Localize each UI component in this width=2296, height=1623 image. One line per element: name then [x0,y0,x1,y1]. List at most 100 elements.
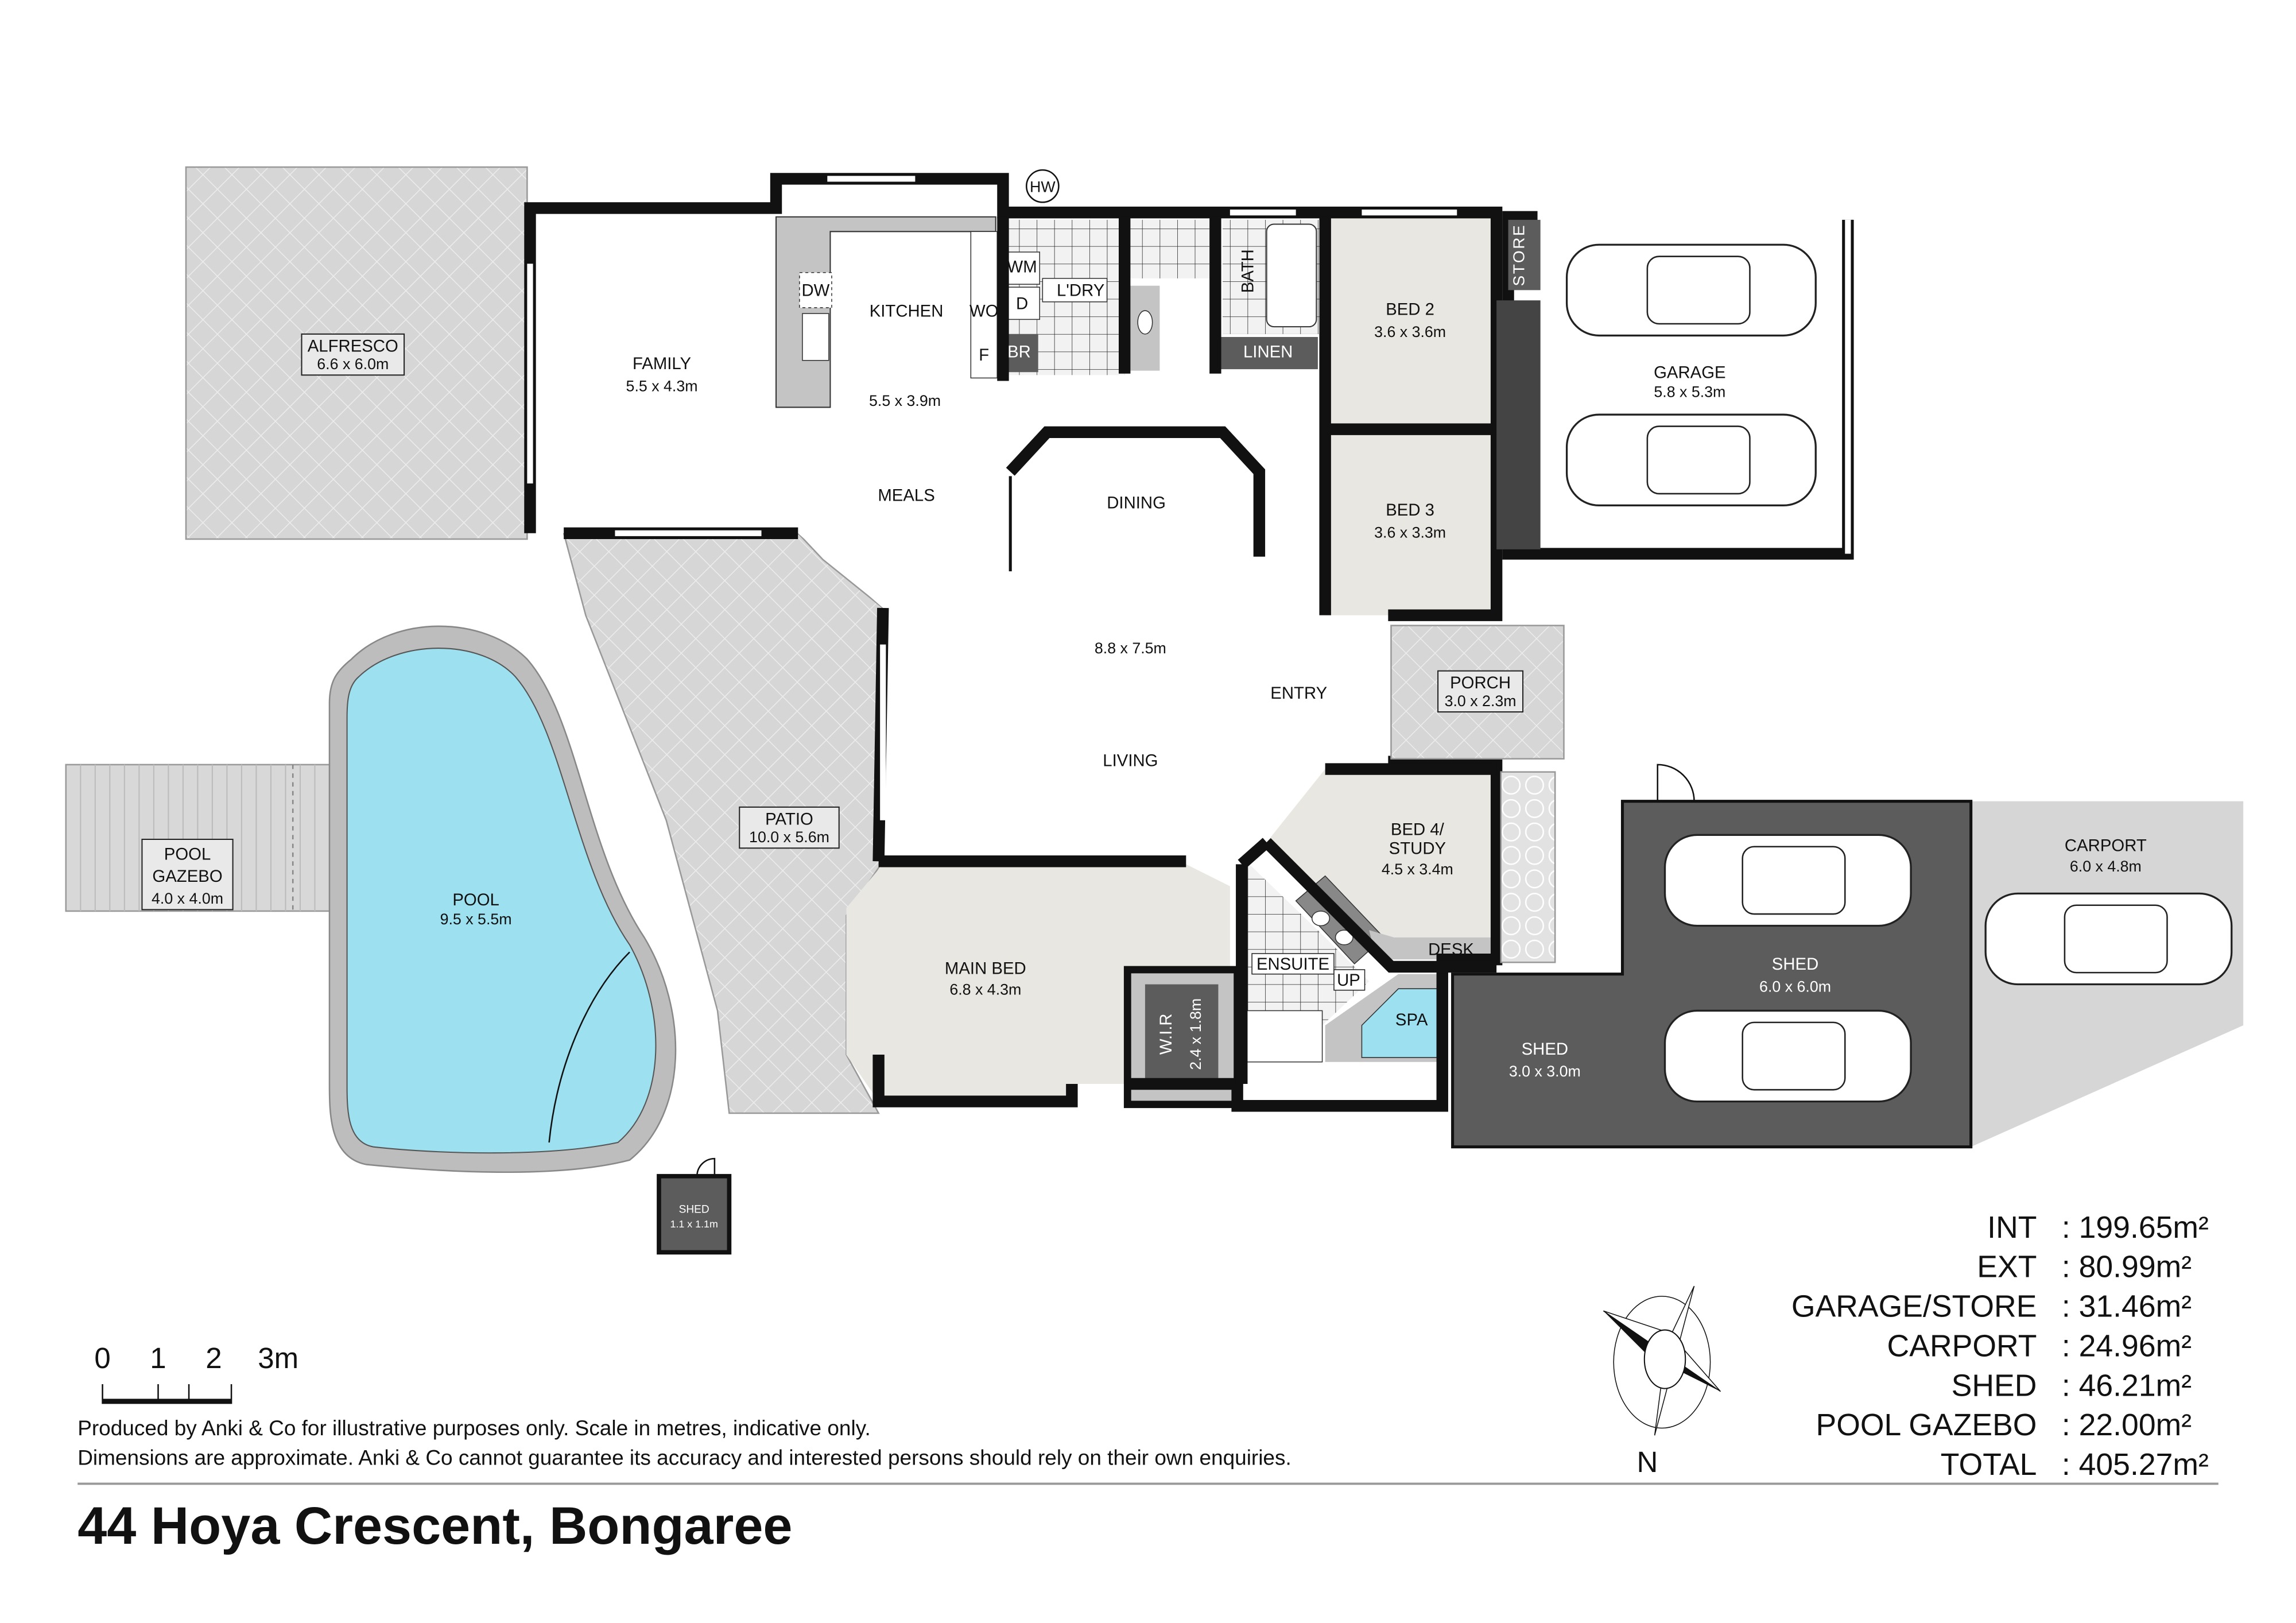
area-label-pool-gazebo: POOL GAZEBO [1816,1408,2037,1442]
ensuite-label: ENSUITE [1256,955,1329,974]
car-icon [1565,413,1817,506]
pool-dims: 9.5 x 5.5m [440,911,512,928]
dishwasher-label: DW [801,281,829,300]
laundry-label: L'DRY [1057,281,1104,300]
small-shed: SHED 1.1 x 1.1m [657,1157,732,1255]
area-value-shed: : 46.21m² [2062,1369,2192,1403]
shed-a-dims: 3.0 x 3.0m [1509,1063,1581,1080]
entry-label: ENTRY [1270,684,1327,703]
main-bed-dims: 6.8 x 4.3m [949,981,1021,998]
area-value-carport: : 24.96m² [2062,1329,2192,1363]
fridge-label: F [979,346,989,365]
bath-label: BATH [1239,249,1258,293]
shed-b-label: SHED [1772,955,1818,974]
car-icon [1984,892,2233,986]
area-value-total: : 405.27m² [2062,1448,2209,1482]
compass-north-label: N [1636,1446,1658,1478]
alfresco-label: ALFRESCO [308,336,398,355]
house [524,173,1503,1112]
broom-cupboard-label: BR [1007,343,1031,362]
kitchen-label: KITCHEN [870,301,944,320]
wall-oven-label: WO [969,301,999,320]
bed4-label: BED 4/ [1391,820,1445,839]
area-value-garage: : 31.46m² [2062,1290,2192,1324]
small-shed-label: SHED [679,1203,709,1215]
disclaimer-line-2: Dimensions are approximate. Anki & Co ca… [77,1446,1292,1469]
scale-tick-2: 2 [205,1342,222,1374]
pool-gazebo-dims: 4.0 x 4.0m [152,890,223,907]
living-dims: 8.8 x 7.5m [1095,640,1166,657]
compass-rose-icon: N [1603,1285,1721,1478]
store-label: STORE [1510,224,1528,286]
carport-dims: 6.0 x 4.8m [2070,858,2142,875]
family-dims: 5.5 x 4.3m [626,377,698,394]
garage-label: GARAGE [1654,363,1726,382]
garage: STORE GARAGE 5.8 x 5.3m [1496,211,1854,560]
dryer-label: D [1016,295,1028,313]
bed3-dims: 3.6 x 3.3m [1374,524,1446,541]
carport-label: CARPORT [2065,836,2147,855]
shed-area: SHED 6.0 x 6.0m SHED 3.0 x 3.0m CARPORT … [1451,764,2244,1149]
hot-water-label: HW [1030,178,1056,195]
car-icon [1663,834,1912,927]
area-value-ext: : 80.99m² [2062,1250,2192,1284]
bed4-fill [1266,769,1497,960]
linen-label: LINEN [1243,343,1293,362]
patio-area: PATIO 10.0 x 5.6m [563,532,884,1114]
page-title: 44 Hoya Crescent, Bongaree [77,1497,792,1555]
shed-b-dims: 6.0 x 6.0m [1759,978,1831,995]
area-table: INT : 199.65m² EXT : 80.99m² GARAGE/STOR… [1791,1211,2209,1482]
bed3-fill [1325,432,1497,615]
pool-gazebo-label: POOL [164,845,211,864]
porch-dims: 3.0 x 2.3m [1445,692,1517,710]
area-label-total: TOTAL [1941,1448,2037,1482]
patio-label: PATIO [765,809,813,828]
main-bed-label: MAIN BED [945,959,1026,978]
car-icon [1663,1009,1912,1103]
shed-a-label: SHED [1522,1040,1568,1059]
scale-tick-1: 1 [150,1342,166,1374]
living-label: LIVING [1103,751,1158,770]
family-label: FAMILY [633,354,691,373]
pool-gazebo: POOL GAZEBO 4.0 x 4.0m [65,764,379,912]
car-icon [1565,243,1817,337]
small-shed-dims: 1.1 x 1.1m [670,1218,718,1230]
step-up-label: UP [1337,971,1360,990]
spa-label: SPA [1395,1010,1428,1029]
pool: POOL 9.5 x 5.5m [328,625,677,1173]
pool-label: POOL [452,890,499,909]
dining-label: DINING [1107,493,1166,512]
area-label-ext: EXT [1977,1250,2037,1284]
kitchen-dims: 5.5 x 3.9m [869,392,941,409]
pool-gazebo-label-2: GAZEBO [152,867,222,886]
alfresco-dims: 6.6 x 6.0m [317,355,389,373]
washing-machine-label: WM [1007,258,1037,277]
room-labels: FAMILY 5.5 x 4.3m KITCHEN 5.5 x 3.9m MEA… [626,169,1474,1070]
bed3-label: BED 3 [1386,501,1434,520]
porch-label: PORCH [1450,673,1511,692]
wir-label: W.I.R [1157,1013,1176,1055]
bed4-label-2: STUDY [1389,839,1446,858]
scale-tick-3: 3m [258,1342,298,1374]
scale-bar: 0 1 2 3m [94,1342,298,1404]
garage-dims: 5.8 x 5.3m [1654,384,1725,401]
patio-dims: 10.0 x 5.6m [749,828,829,846]
garage-shelving [1496,300,1541,549]
hot-water-icon [1025,169,1060,203]
bed2-dims: 3.6 x 3.6m [1374,323,1446,340]
area-label-carport: CARPORT [1887,1329,2037,1363]
meals-label: MEALS [878,486,934,505]
area-label-shed: SHED [1952,1369,2037,1403]
bed4-dims: 4.5 x 3.4m [1382,861,1453,878]
disclaimer-line-1: Produced by Anki & Co for illustrative p… [77,1416,871,1440]
bed2-label: BED 2 [1386,300,1434,319]
wir-dims: 2.4 x 1.8m [1187,998,1204,1070]
scale-tick-0: 0 [94,1342,110,1374]
alfresco-area: ALFRESCO 6.6 x 6.0m [185,166,528,540]
area-label-garage: GARAGE/STORE [1791,1290,2037,1324]
area-label-int: INT [1987,1211,2037,1245]
area-value-pool-gazebo: : 22.00m² [2062,1408,2192,1442]
desk-label: DESK [1428,940,1474,959]
porch: PORCH 3.0 x 2.3m [1390,625,1565,963]
